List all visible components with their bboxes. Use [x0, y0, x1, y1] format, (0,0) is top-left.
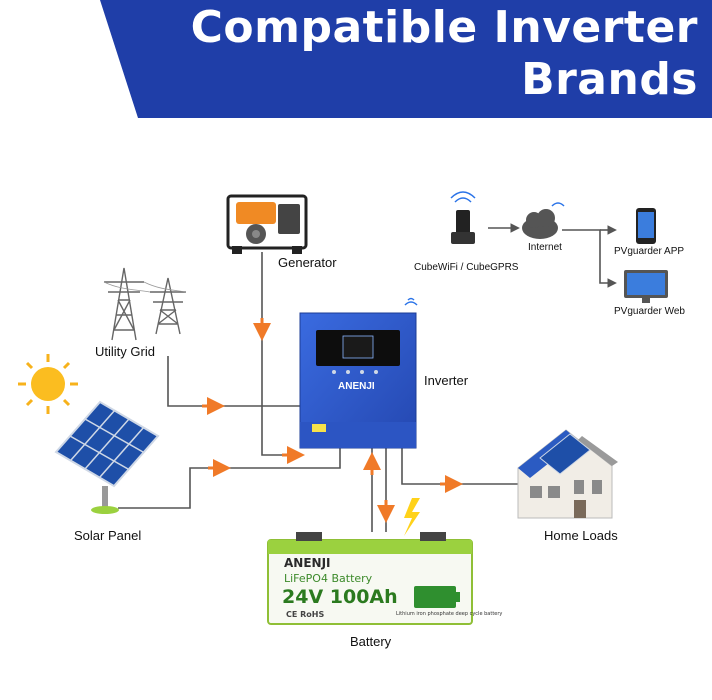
- cloud-icon: [522, 202, 565, 239]
- label-internet: Internet: [528, 242, 562, 253]
- page-title-line2: Brands: [521, 54, 698, 105]
- label-wifi-module: CubeWiFi / CubeGPRS: [414, 262, 519, 273]
- inverter-brand: ANENJI: [338, 381, 375, 392]
- page-title-line1: Compatible Inverter: [190, 2, 698, 53]
- label-utility-grid: Utility Grid: [95, 344, 155, 359]
- battery-type: LiFePO4 Battery: [284, 572, 373, 585]
- battery-note: Lithium iron phosphate deep cycle batter…: [396, 611, 503, 617]
- label-battery: Battery: [350, 634, 392, 649]
- title-banner: [100, 0, 712, 118]
- solar-panel-icon: [54, 400, 160, 514]
- battery-icon: [267, 532, 473, 625]
- monitor-icon: [624, 270, 668, 303]
- label-pv-web: PVguarder Web: [614, 306, 685, 317]
- battery-certs: CE RoHS: [286, 610, 325, 619]
- wifi-antenna-icon: [450, 191, 476, 244]
- label-generator: Generator: [278, 255, 337, 270]
- generator-icon: [226, 194, 308, 254]
- label-inverter: Inverter: [424, 373, 469, 388]
- label-solar-panel: Solar Panel: [74, 528, 142, 543]
- flow-arrows: [202, 318, 463, 523]
- utility-tower-icon: [103, 267, 187, 341]
- label-pv-app: PVguarder APP: [614, 246, 685, 257]
- house-icon: [517, 429, 618, 519]
- lightning-icon: [404, 498, 420, 536]
- battery-brand: ANENJI: [284, 556, 331, 570]
- phone-icon: [636, 208, 656, 244]
- battery-capacity: 24V 100Ah: [282, 586, 398, 608]
- inverter-icon: [299, 297, 418, 449]
- label-home-loads: Home Loads: [544, 528, 618, 543]
- sun-icon: [18, 354, 78, 414]
